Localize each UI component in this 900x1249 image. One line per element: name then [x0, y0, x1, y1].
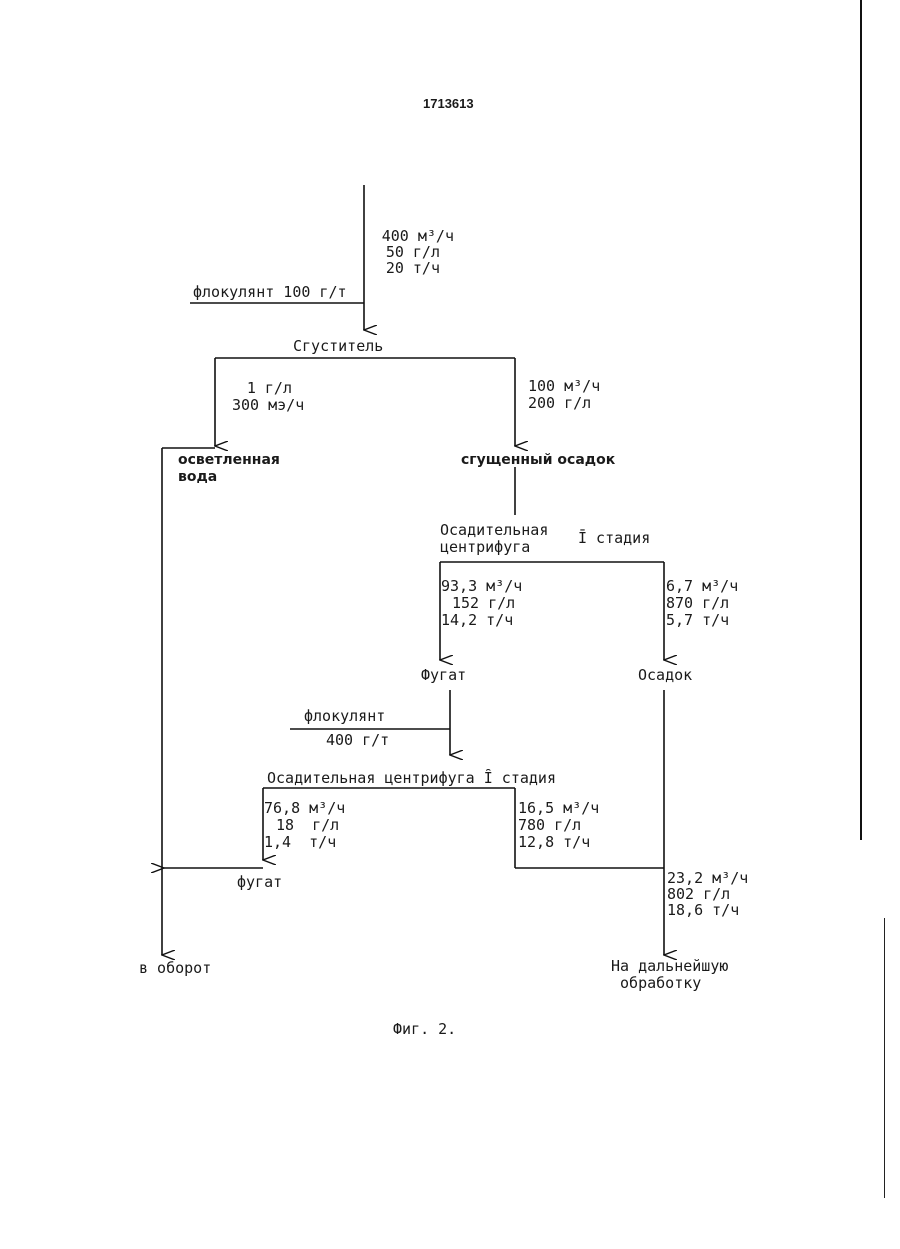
clarified-water-label: осветленная вода [178, 452, 280, 486]
further-processing-label: На дальнейшую обработку [611, 958, 728, 992]
centrifuge-2-label: Осадительная центрифуга Ȋ стадия [267, 770, 556, 787]
sediment-label: Осадок [638, 667, 692, 684]
cent1-right-mass: 5,7 т/ч [666, 612, 729, 629]
thickener-right-flow: 100 м³/ч [528, 378, 600, 395]
cent2-right-conc: 780 г/л [518, 817, 581, 834]
thickened-sludge-label: сгущенный осадок [461, 452, 615, 469]
thickener-label: Сгуститель [293, 338, 383, 355]
cent2-right-flow: 16,5 м³/ч [518, 800, 599, 817]
cent2-left-flow: 76,8 м³/ч [264, 800, 345, 817]
cent2-right-mass: 12,8 т/ч [518, 834, 590, 851]
flocculant-2-label: флокулянт [304, 708, 385, 725]
fugate-1-label: Фугат [421, 667, 466, 684]
thickener-right-conc: 200 г/л [528, 395, 591, 412]
cent1-left-mass: 14,2 т/ч [441, 612, 513, 629]
cent1-right-flow: 6,7 м³/ч [666, 578, 738, 595]
flocculant-2-dose: 400 г/т [326, 732, 389, 749]
centrifuge-1-label: Осадительная центрифуга [440, 522, 548, 556]
centrifuge-1-stage: Ī стадия [578, 530, 650, 547]
cent2-left-mass: 1,4 т/ч [264, 834, 336, 851]
recycle-label: в оборот [139, 960, 211, 977]
cent1-left-conc: 152 г/л [452, 595, 515, 612]
cent1-left-flow: 93,3 м³/ч [441, 578, 522, 595]
cent1-right-conc: 870 г/л [666, 595, 729, 612]
feed-mass: 20 т/ч [362, 260, 440, 277]
thickener-left-conc: 1 г/л [220, 380, 292, 397]
patent-number: 1713613 [423, 96, 474, 111]
figure-caption: Фиг. 2. [393, 1020, 456, 1038]
fugate-2-label: фугат [237, 874, 282, 891]
thickener-left-flow: 300 мэ/ч [232, 397, 304, 414]
cent2-left-conc: 18 г/л [276, 817, 339, 834]
combined-mass: 18,6 т/ч [667, 902, 739, 919]
flocculant-1-label: флокулянт 100 г/т [193, 284, 347, 301]
